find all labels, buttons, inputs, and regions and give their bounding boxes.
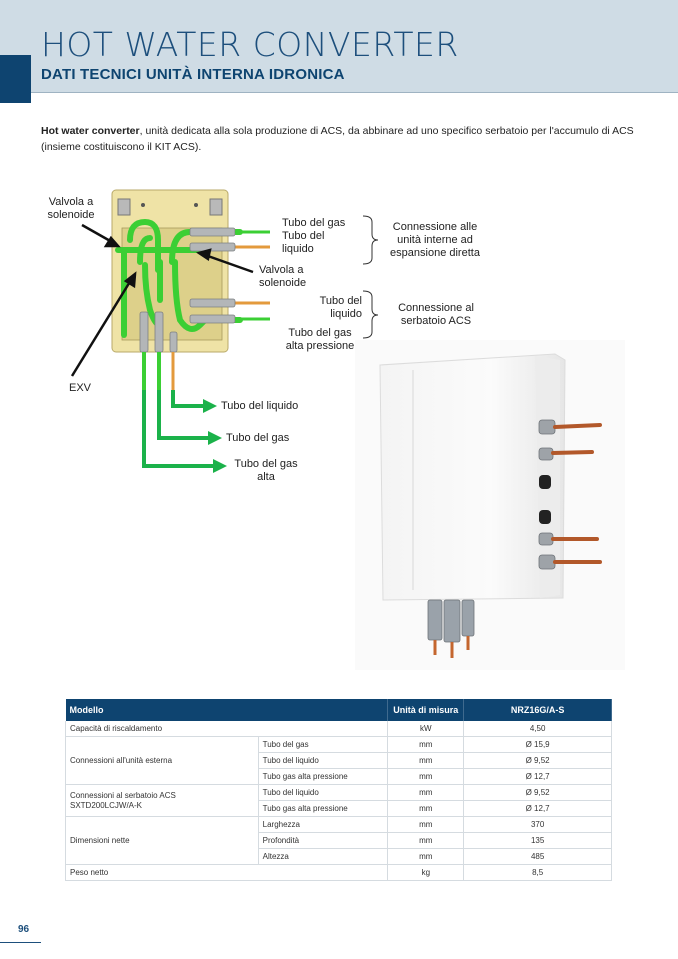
label-connessione-interne: Connessione alle unità interne ad espans… — [390, 221, 480, 259]
table-row: Profondità mm 135 — [66, 832, 612, 849]
page-number: 96 — [18, 924, 30, 935]
internal-schematic — [70, 189, 379, 473]
page-header — [0, 0, 678, 93]
row-unit: mm — [387, 768, 465, 785]
row-unit: mm — [387, 736, 465, 753]
row-value: Ø 12,7 — [463, 768, 612, 785]
label-tubo-gas-alta-right: Tubo del gas alta pressione — [285, 327, 355, 352]
header-model-code: NRZ16G/A-S — [463, 699, 612, 721]
table-row: Tubo del liquido mm Ø 9,52 — [66, 752, 612, 769]
row-value: 135 — [463, 832, 612, 849]
header-modello: Modello — [65, 699, 389, 721]
table-row: Tubo gas alta pressione mm Ø 12,7 — [66, 800, 612, 817]
row-unit: mm — [387, 832, 465, 849]
row-value: 8,5 — [463, 864, 612, 881]
row-value: Ø 9,52 — [463, 752, 612, 769]
label-tubo-liquido-top: Tubo del liquido — [282, 230, 325, 255]
row-value: Ø 12,7 — [463, 800, 612, 817]
label-tubo-gas-top: Tubo del gas — [282, 217, 346, 229]
product-photo — [355, 340, 625, 670]
page-subtitle: DATI TECNICI UNITÀ INTERNA IDRONICA — [41, 66, 345, 83]
footer-rule — [0, 942, 41, 943]
row-unit: mm — [387, 848, 465, 865]
row-sublabel: Tubo gas alta pressione — [257, 768, 389, 785]
group-label-line1: Connessioni al serbatoio ACS — [70, 790, 176, 800]
row-unit: kg — [387, 864, 465, 881]
label-tubo-gas-alta-bottom: Tubo del gas alta — [234, 458, 298, 483]
row-sublabel: Tubo del liquido — [257, 752, 389, 769]
row-sublabel: Profondità — [257, 832, 389, 849]
specs-table: Modello Unità di misura NRZ16G/A-S Capac… — [64, 699, 612, 881]
table-row: Capacità di riscaldamento kW 4,50 — [64, 721, 612, 737]
label-tubo-liquido-right: Tubo del liquido — [319, 295, 362, 320]
row-value: 370 — [463, 816, 612, 833]
row-sublabel: Tubo del liquido — [258, 784, 389, 801]
row-unit: mm — [387, 752, 465, 769]
table-row: Peso netto kg 8,5 — [64, 864, 612, 881]
row-sublabel: Tubo del gas — [258, 736, 389, 753]
row-label: Peso netto — [64, 864, 389, 881]
intro-bold: Hot water converter — [41, 125, 140, 137]
row-sublabel: Altezza — [257, 848, 389, 865]
row-unit: mm — [387, 784, 465, 801]
table-row: Dimensioni nette Larghezza mm 370 — [65, 816, 612, 865]
row-value: Ø 15,9 — [463, 736, 612, 753]
label-valvola-solenoide-top: Valvola a solenoide — [47, 196, 95, 221]
table-row: Tubo gas alta pressione mm Ø 12,7 — [66, 768, 612, 785]
row-sublabel: Tubo gas alta pressione — [257, 800, 389, 817]
row-sublabel: Larghezza — [258, 816, 389, 833]
header-accent-block — [0, 55, 31, 103]
row-unit: mm — [387, 816, 465, 833]
table-row: Altezza mm 485 — [66, 848, 612, 865]
row-value: 4,50 — [463, 721, 612, 737]
page-title: HOT WATER CONVERTER — [41, 25, 459, 64]
row-unit: mm — [387, 800, 465, 817]
label-tubo-liquido-bottom: Tubo del liquido — [221, 400, 299, 412]
row-value: 485 — [463, 848, 612, 865]
label-valvola-solenoide-mid: Valvola a solenoide — [259, 264, 307, 289]
table-row: Connessioni all'unità esterna Tubo del g… — [65, 736, 612, 785]
row-label: Capacità di riscaldamento — [64, 721, 389, 737]
row-value: Ø 9,52 — [463, 784, 612, 801]
row-unit: kW — [387, 721, 465, 737]
group-label-line2: SXTD200LCJW/A-K — [70, 800, 143, 810]
label-exv: EXV — [69, 382, 92, 394]
intro-paragraph: Hot water converter, unità dedicata alla… — [41, 123, 641, 155]
table-header-row: Modello Unità di misura NRZ16G/A-S — [65, 699, 612, 721]
label-connessione-serbatoio: Connessione al serbatoio ACS — [398, 302, 474, 327]
group-label: Dimensioni nette — [65, 816, 259, 865]
header-unita: Unità di misura — [387, 699, 465, 721]
group-label: Connessioni all'unità esterna — [65, 736, 259, 785]
intro-text: , unità dedicata alla sola produzione di… — [41, 125, 634, 153]
label-tubo-gas-bottom: Tubo del gas — [226, 432, 290, 444]
